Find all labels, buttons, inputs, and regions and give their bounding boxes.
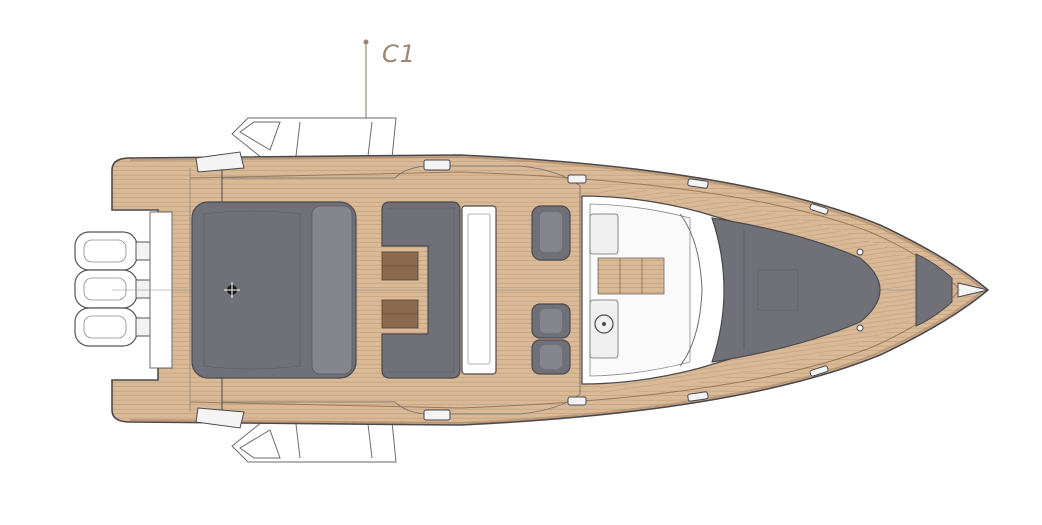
outboard-engines [74, 231, 153, 347]
outboard-engine-icon [74, 269, 153, 309]
outboard-engine-icon [74, 307, 153, 347]
companionway-steps [597, 257, 665, 295]
steering-wheel-icon [594, 314, 614, 334]
wet-bar [461, 205, 497, 375]
side-platform-top [231, 117, 397, 159]
transom-handles [195, 151, 245, 429]
side-platform-bottom [231, 421, 397, 463]
helm-seat-icon [531, 339, 571, 375]
helm-seat-icon [531, 303, 571, 339]
cockpit-tables [381, 251, 419, 329]
bow-sunpad [711, 217, 881, 363]
helm-seat-icon [531, 205, 571, 261]
section-label: C1 [382, 40, 416, 68]
helm-console [581, 195, 761, 385]
center-mark-icon [224, 282, 240, 298]
bow-locker [915, 253, 953, 327]
cockpit-sofa [381, 201, 461, 379]
aft-sunpad [191, 201, 357, 379]
outboard-engine-icon [74, 231, 153, 271]
helm-seats [531, 205, 571, 375]
deck-fittings [423, 159, 864, 421]
